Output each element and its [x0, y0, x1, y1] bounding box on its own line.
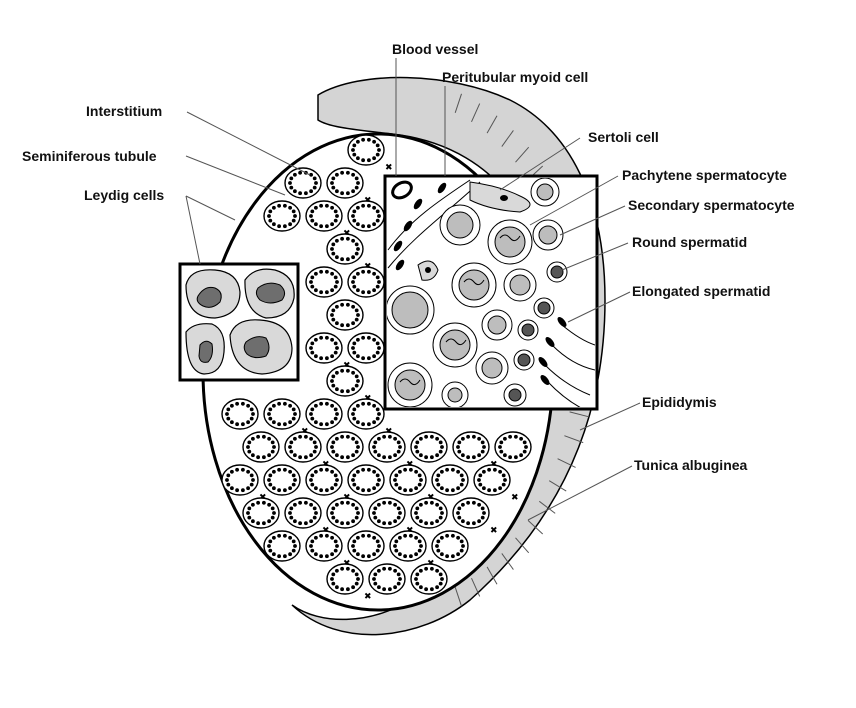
seminiferous-tubule [452, 431, 490, 463]
leydig-cell-1 [185, 269, 241, 319]
svg-text:✖: ✖ [511, 493, 519, 503]
leydig-inset [178, 262, 300, 382]
seminiferous-tubule [326, 233, 364, 265]
seminiferous-tubule [221, 398, 259, 430]
seminiferous-tubule [263, 530, 301, 562]
seminiferous-tubule [410, 563, 448, 595]
seminiferous-tubule [410, 497, 448, 529]
label-interstitium: Interstitium [86, 103, 162, 119]
svg-text:✖: ✖ [364, 592, 372, 602]
seminiferous-tubule [305, 266, 343, 298]
label-peritubular-myoid-cell: Peritubular myoid cell [442, 69, 588, 85]
svg-text:✖: ✖ [490, 526, 498, 536]
blood-vessel-lumen [391, 180, 413, 200]
seminiferous-tubule [368, 431, 406, 463]
seminiferous-tubule [452, 497, 490, 529]
seminiferous-tubules: ✖✖✖✖✖✖✖✖✖✖✖✖✖✖✖✖✖✖✖✖✖✖✖ [221, 134, 532, 602]
seminiferous-tubule [284, 431, 322, 463]
label-seminiferous-tubule: Seminiferous tubule [22, 148, 157, 164]
seminiferous-tubule [347, 134, 385, 166]
seminiferous-tubule [494, 431, 532, 463]
label-round-spermatid: Round spermatid [632, 234, 747, 250]
seminiferous-tubule [347, 200, 385, 232]
seminiferous-tubule [347, 464, 385, 496]
seminiferous-tubule [326, 299, 364, 331]
seminiferous-tubule [305, 200, 343, 232]
label-secondary-spermatocyte: Secondary spermatocyte [628, 197, 795, 213]
seminiferous-tubule [473, 464, 511, 496]
seminiferous-tubule [368, 563, 406, 595]
leydig-cell-2 [244, 268, 295, 319]
seminiferous-tubule [347, 266, 385, 298]
seminiferous-tubule [263, 200, 301, 232]
label-blood-vessel: Blood vessel [392, 41, 478, 57]
labels: Blood vessel Peritubular myoid cell Inte… [22, 41, 795, 473]
seminiferous-tubule [431, 530, 469, 562]
seminiferous-tubule [305, 464, 343, 496]
seminiferous-tubule [305, 398, 343, 430]
label-leydig-cells: Leydig cells [84, 187, 164, 203]
svg-text:✖: ✖ [385, 163, 393, 173]
seminiferous-tubule [326, 497, 364, 529]
seminiferous-tubule [326, 431, 364, 463]
label-elongated-spermatid: Elongated spermatid [632, 283, 770, 299]
seminiferous-tubule [263, 464, 301, 496]
seminiferous-tubule [242, 431, 280, 463]
label-tunica-albuginea: Tunica albuginea [634, 457, 748, 473]
seminiferous-tubule [305, 530, 343, 562]
seminiferous-tubule [389, 530, 427, 562]
seminiferous-tubule [431, 464, 469, 496]
seminiferous-tubule [347, 398, 385, 430]
seminiferous-tubule [284, 167, 322, 199]
tubule-detail-inset [383, 174, 599, 411]
seminiferous-tubule [410, 431, 448, 463]
label-epididymis: Epididymis [642, 394, 717, 410]
leydig-cell-4 [229, 319, 293, 375]
label-pachytene-spermatocyte: Pachytene spermatocyte [622, 167, 787, 183]
seminiferous-tubule [263, 398, 301, 430]
seminiferous-tubule [242, 497, 280, 529]
seminiferous-tubule [389, 464, 427, 496]
seminiferous-tubule [326, 167, 364, 199]
seminiferous-tubule [347, 332, 385, 364]
leader-lines [185, 58, 641, 521]
seminiferous-tubule [305, 332, 343, 364]
seminiferous-tubule [326, 365, 364, 397]
seminiferous-tubule [368, 497, 406, 529]
seminiferous-tubule [284, 497, 322, 529]
seminiferous-tubule [347, 530, 385, 562]
seminiferous-tubule [221, 464, 259, 496]
seminiferous-tubule [326, 563, 364, 595]
label-sertoli-cell: Sertoli cell [588, 129, 659, 145]
leydig-cell-3 [185, 323, 225, 375]
